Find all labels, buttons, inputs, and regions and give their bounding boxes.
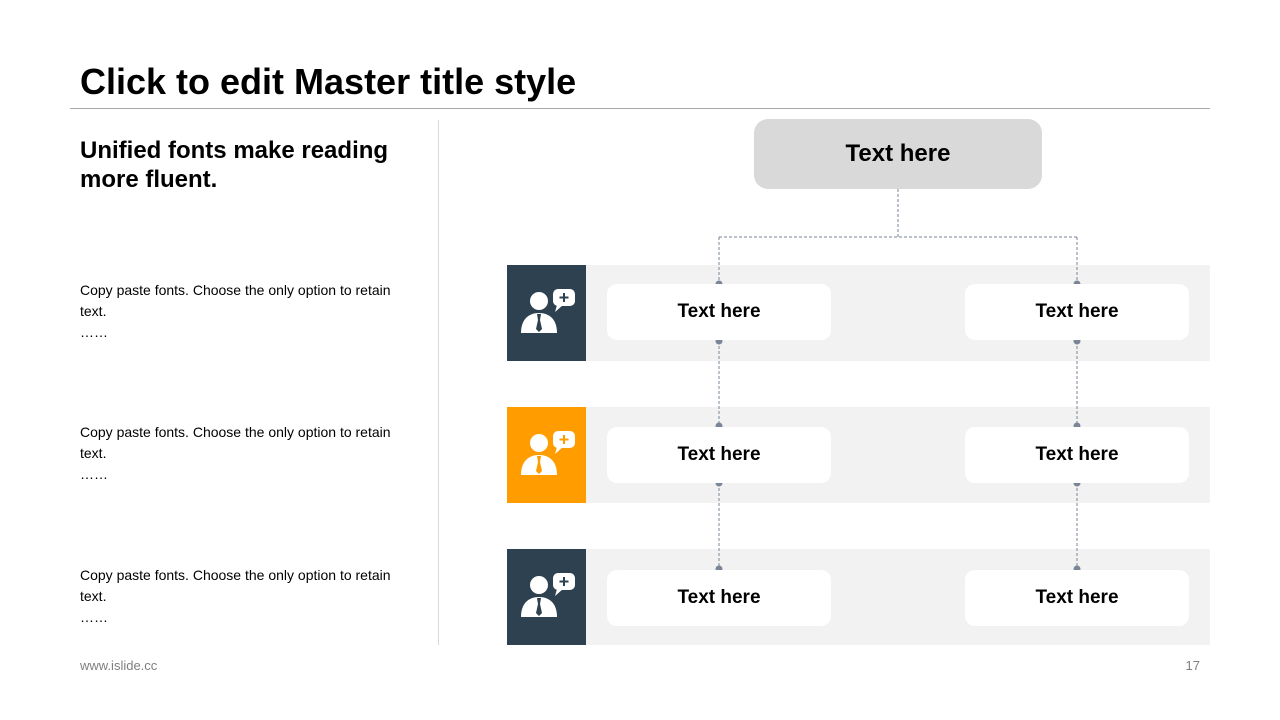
description-text: Copy paste fonts. Choose the only option… <box>80 424 391 461</box>
description-ellipsis: …… <box>80 324 108 340</box>
icon-tile-1 <box>507 265 586 361</box>
footer-url: www.islide.cc <box>80 658 158 673</box>
icon-tile-3 <box>507 549 586 645</box>
column-divider <box>438 120 439 645</box>
page-number: 17 <box>1185 658 1200 673</box>
description-text: Copy paste fonts. Choose the only option… <box>80 282 391 319</box>
node-row3-left: Text here <box>607 570 831 626</box>
description-1: Copy paste fonts. Choose the only option… <box>80 280 420 343</box>
node-row2-left: Text here <box>607 427 831 483</box>
person-chat-icon <box>517 571 577 624</box>
description-2: Copy paste fonts. Choose the only option… <box>80 422 420 485</box>
node-row1-right: Text here <box>965 284 1189 340</box>
title-divider <box>70 108 1210 109</box>
subtitle: Unified fonts make reading more fluent. <box>80 137 389 193</box>
person-chat-icon <box>517 287 577 340</box>
node-row3-right: Text here <box>965 570 1189 626</box>
description-3: Copy paste fonts. Choose the only option… <box>80 565 420 628</box>
node-row1-left: Text here <box>607 284 831 340</box>
description-ellipsis: …… <box>80 609 108 625</box>
person-chat-icon <box>517 429 577 482</box>
description-text: Copy paste fonts. Choose the only option… <box>80 567 391 604</box>
node-row2-right: Text here <box>965 427 1189 483</box>
slide-title: Click to edit Master title style <box>80 61 577 102</box>
icon-tile-2 <box>507 407 586 503</box>
description-ellipsis: …… <box>80 466 108 482</box>
root-node: Text here <box>754 119 1042 189</box>
